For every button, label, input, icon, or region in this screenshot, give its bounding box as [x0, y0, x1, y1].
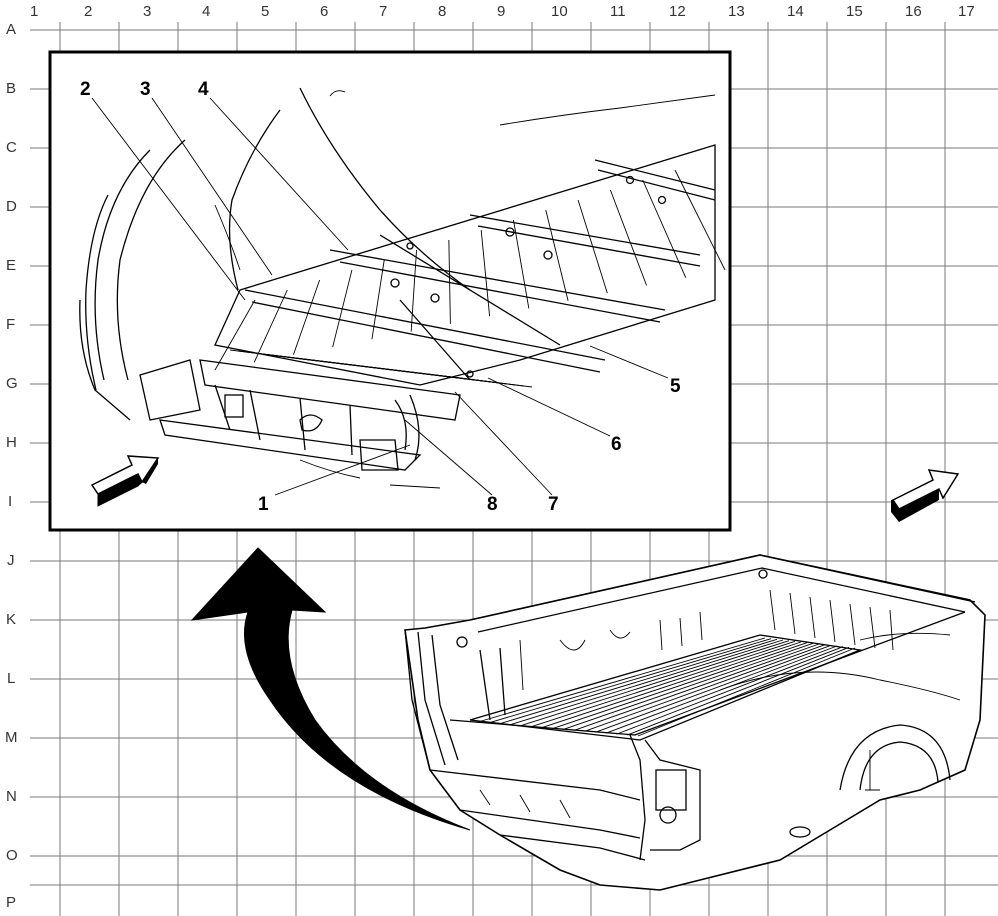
column-label: 4 [202, 3, 210, 20]
callout-4: 4 [198, 79, 209, 100]
row-label: B [6, 80, 16, 97]
row-label: N [6, 788, 17, 805]
floor-rib-line [253, 289, 288, 363]
bed-floor-ribs [477, 637, 856, 737]
row-label: J [7, 552, 15, 569]
floor-rib-line [545, 209, 569, 301]
forward-direction-arrow-icon [891, 469, 960, 522]
callout-8: 8 [487, 494, 498, 515]
column-label: 2 [84, 3, 92, 20]
detail-inset: 2 3 4 5 6 7 8 1 [48, 50, 732, 532]
view-direction-arrow-icon [90, 455, 160, 507]
floor-rib-line [410, 249, 417, 332]
column-label: 15 [846, 3, 863, 20]
floor-rib-line [513, 219, 530, 309]
row-label: M [5, 729, 18, 746]
floor-rib-line [301, 358, 533, 388]
column-label: 3 [143, 3, 151, 20]
bed-rib-line [595, 644, 832, 733]
bed-rib-line [488, 638, 772, 724]
column-label: 12 [669, 3, 686, 20]
row-label: L [7, 670, 15, 687]
column-label: 17 [958, 3, 975, 20]
rear-sill-assembly [139, 359, 461, 489]
bed-rib-line [520, 640, 790, 727]
row-label: I [8, 493, 12, 510]
column-label: 6 [320, 3, 328, 20]
bed-rib-line [637, 647, 856, 737]
bed-cross-members [244, 159, 716, 381]
floor-ribs [214, 169, 726, 388]
row-labels: A B C D E F G H I J K L M N O P [5, 21, 18, 911]
floor-rib-line [214, 299, 256, 371]
row-label: P [6, 894, 16, 911]
column-label: 7 [379, 3, 387, 20]
column-label: 14 [787, 3, 804, 20]
bed-rib-line [563, 642, 814, 730]
column-label: 13 [728, 3, 745, 20]
bed-rib-line [584, 644, 826, 732]
floor-rib-line [293, 279, 321, 355]
bed-floor-panel [214, 144, 726, 388]
column-label: 11 [610, 3, 626, 20]
column-label: 8 [438, 3, 446, 20]
floor-rib-line [609, 189, 647, 286]
callout-7: 7 [548, 494, 559, 515]
callout-1: 1 [258, 494, 269, 515]
column-labels: 1 2 3 4 5 6 7 8 9 10 11 12 13 14 15 16 1… [30, 3, 975, 20]
pickup-bed-overview [404, 554, 986, 891]
column-label: 10 [551, 3, 568, 20]
bed-rib-line [477, 637, 766, 723]
floor-rib-line [674, 169, 726, 271]
bed-rib-line [531, 640, 796, 728]
row-label: F [6, 316, 15, 333]
row-label: A [6, 21, 16, 38]
row-label: D [6, 198, 17, 215]
bed-side-wheel-arch [79, 87, 716, 421]
row-label: K [6, 611, 16, 628]
curved-arrow-icon [190, 547, 471, 831]
bed-rib-line [499, 638, 778, 725]
column-label: 9 [497, 3, 505, 20]
callout-3: 3 [140, 79, 151, 100]
bed-rib-line [627, 646, 850, 736]
row-label: C [6, 139, 17, 156]
row-label: O [6, 847, 18, 864]
column-label: 16 [905, 3, 922, 20]
row-label: H [6, 434, 17, 451]
callout-2: 2 [80, 79, 91, 100]
callout-6: 6 [611, 434, 622, 455]
column-label: 1 [30, 3, 38, 20]
callout-leaders [91, 97, 669, 496]
bed-rib-line [552, 642, 808, 729]
bed-rib-line [573, 643, 820, 731]
bed-rib-line [509, 639, 784, 726]
bed-rib-line [616, 646, 844, 735]
floor-rib-line [642, 179, 687, 278]
row-label: E [6, 257, 16, 274]
column-label: 5 [261, 3, 269, 20]
callout-5: 5 [670, 376, 681, 397]
row-label: G [6, 375, 18, 392]
bed-rib-line [541, 641, 802, 729]
